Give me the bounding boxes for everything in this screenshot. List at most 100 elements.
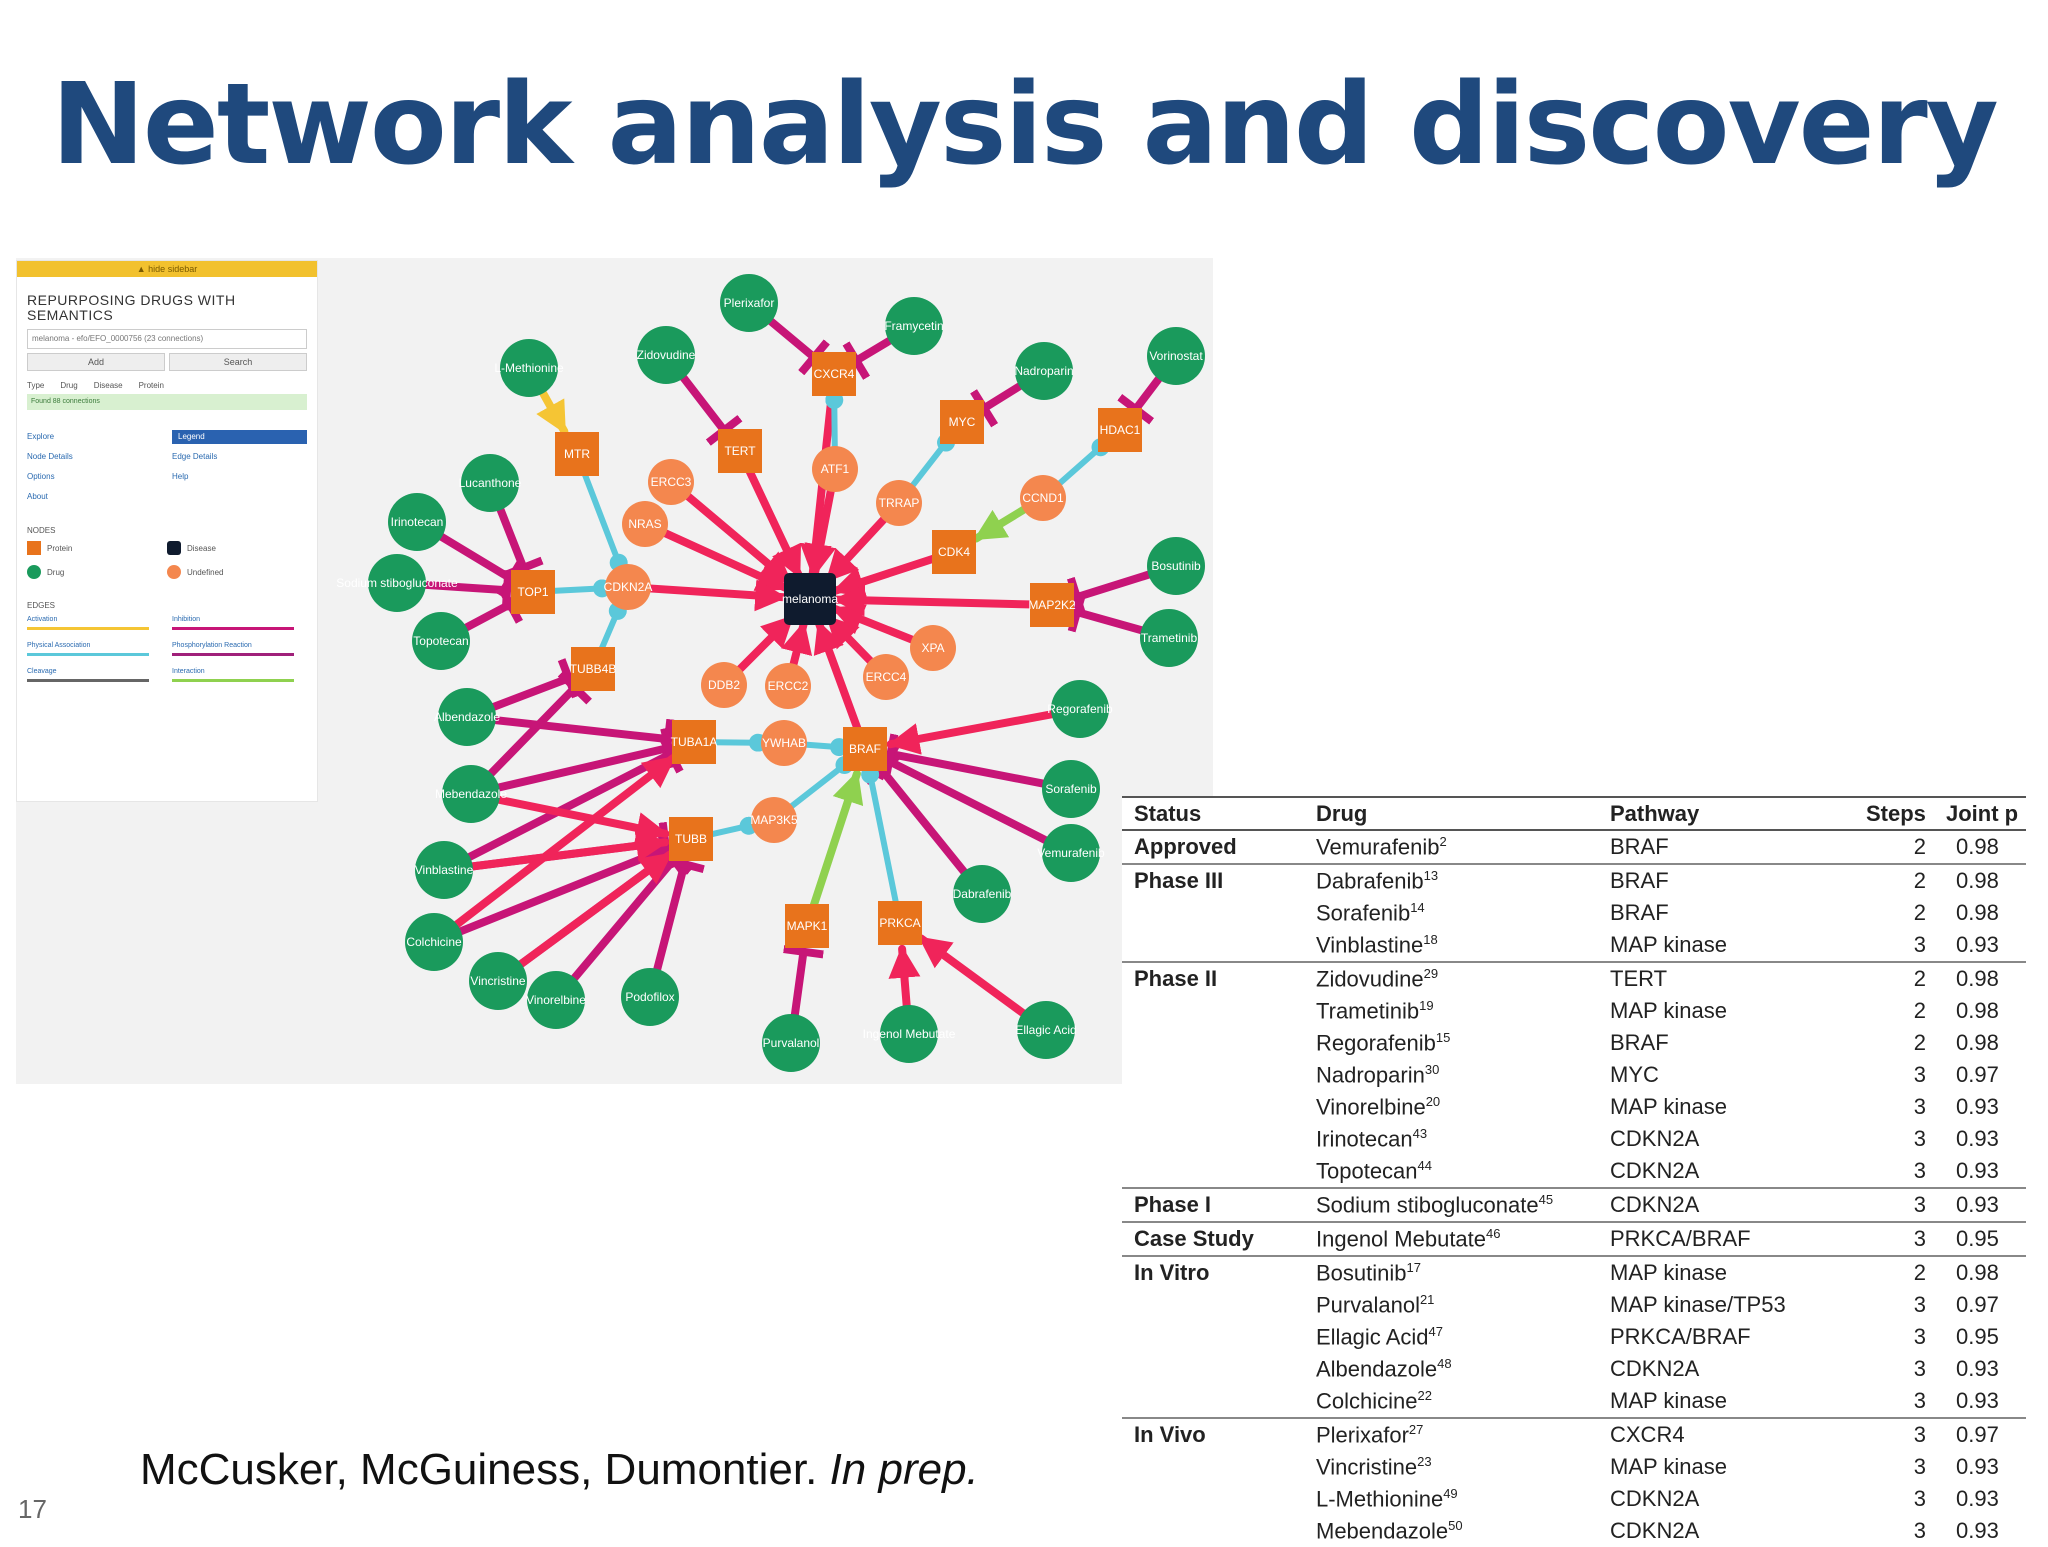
drug-node[interactable] (415, 841, 473, 899)
network-edge[interactable] (907, 433, 956, 492)
network-edge[interactable] (680, 489, 795, 587)
network-edge[interactable] (446, 828, 679, 940)
protein-node[interactable] (511, 570, 555, 614)
type-drug-option[interactable]: Drug (60, 381, 78, 390)
type-protein-option[interactable]: Protein (138, 381, 164, 390)
menu-help[interactable]: Help (172, 472, 189, 481)
network-edge[interactable] (783, 945, 824, 1030)
network-edge[interactable] (758, 310, 830, 376)
drug-node[interactable] (720, 274, 778, 332)
network-edge[interactable] (1053, 438, 1110, 490)
protein-node[interactable] (785, 904, 829, 948)
drug-node[interactable] (500, 339, 558, 397)
network-edge[interactable] (785, 755, 854, 812)
network-edge[interactable] (456, 734, 684, 866)
protein-node[interactable] (1030, 583, 1074, 627)
menu-legend[interactable]: Legend (172, 430, 307, 444)
network-edge[interactable] (641, 579, 789, 612)
drug-node[interactable] (637, 326, 695, 384)
network-edge[interactable] (823, 512, 891, 584)
drug-node[interactable] (1147, 327, 1205, 385)
network-edge[interactable] (484, 793, 670, 844)
network-edge[interactable] (743, 463, 803, 580)
menu-explore[interactable]: Explore (27, 432, 55, 441)
protein-node[interactable] (940, 400, 984, 444)
disease-node[interactable] (784, 573, 836, 625)
drug-node[interactable] (1042, 760, 1100, 818)
network-edge[interactable] (863, 753, 975, 884)
search-input[interactable]: melanoma - efo/EFO_0000756 (23 connectio… (27, 329, 307, 349)
network-edge[interactable] (428, 527, 525, 598)
protein-node[interactable] (672, 720, 716, 764)
undefined-node[interactable] (648, 459, 694, 505)
network-edge[interactable] (708, 733, 768, 752)
network-edge[interactable] (672, 365, 743, 446)
undefined-node[interactable] (751, 797, 797, 843)
undefined-node[interactable] (863, 654, 909, 700)
drug-node[interactable] (1140, 609, 1198, 667)
network-edge[interactable] (830, 553, 941, 598)
drug-node[interactable] (1051, 680, 1109, 738)
drug-node[interactable] (461, 454, 519, 512)
protein-node[interactable] (1098, 408, 1142, 452)
add-button[interactable]: Add (27, 353, 165, 371)
menu-options[interactable]: Options (27, 472, 55, 481)
drug-node[interactable] (527, 971, 585, 1029)
network-edge[interactable] (479, 658, 580, 715)
drug-node[interactable] (412, 612, 470, 670)
undefined-node[interactable] (1020, 475, 1066, 521)
network-edge[interactable] (888, 944, 921, 1021)
network-edge[interactable] (831, 584, 1039, 617)
drug-node[interactable] (880, 1005, 938, 1063)
drug-node[interactable] (368, 554, 426, 612)
drug-node[interactable] (1147, 537, 1205, 595)
protein-node[interactable] (571, 647, 615, 691)
drug-node[interactable] (953, 865, 1011, 923)
network-edge[interactable] (1067, 591, 1156, 638)
undefined-node[interactable] (910, 625, 956, 671)
drug-node[interactable] (1042, 824, 1100, 882)
undefined-node[interactable] (622, 501, 668, 547)
network-edge[interactable] (861, 765, 900, 909)
drug-node[interactable] (1015, 342, 1073, 400)
undefined-node[interactable] (701, 662, 747, 708)
network-edge[interactable] (798, 738, 849, 757)
undefined-node[interactable] (605, 564, 651, 610)
menu-node-details[interactable]: Node Details (27, 452, 73, 461)
drug-node[interactable] (469, 952, 527, 1010)
network-edge[interactable] (882, 733, 1058, 790)
protein-node[interactable] (555, 432, 599, 476)
search-button[interactable]: Search (169, 353, 307, 371)
network-edge[interactable] (825, 390, 844, 455)
network-edge[interactable] (813, 619, 863, 737)
protein-node[interactable] (669, 817, 713, 861)
network-edge[interactable] (457, 829, 670, 872)
drug-node[interactable] (442, 765, 500, 823)
undefined-node[interactable] (765, 663, 811, 709)
menu-about[interactable]: About (27, 492, 48, 501)
network-edge[interactable] (444, 753, 678, 936)
network-edge[interactable] (547, 579, 612, 598)
network-edge[interactable] (705, 816, 758, 838)
drug-node[interactable] (438, 688, 496, 746)
drug-node[interactable] (621, 968, 679, 1026)
network-edge[interactable] (580, 467, 628, 572)
network-edge[interactable] (480, 714, 675, 760)
drug-node[interactable] (388, 493, 446, 551)
network-edge[interactable] (875, 741, 1059, 849)
network-edge[interactable] (484, 727, 678, 794)
network-edge[interactable] (781, 620, 813, 673)
network-edge[interactable] (479, 670, 592, 786)
protein-node[interactable] (843, 727, 887, 771)
protein-node[interactable] (718, 429, 762, 473)
drug-node[interactable] (1017, 1001, 1075, 1059)
undefined-node[interactable] (761, 720, 807, 766)
drug-node[interactable] (405, 913, 463, 971)
network-edge[interactable] (597, 601, 627, 656)
drug-node[interactable] (762, 1014, 820, 1072)
network-edge[interactable] (886, 708, 1067, 755)
undefined-node[interactable] (812, 446, 858, 492)
network-edge[interactable] (972, 503, 1032, 543)
network-edge[interactable] (508, 850, 675, 975)
network-edge[interactable] (916, 934, 1036, 1024)
